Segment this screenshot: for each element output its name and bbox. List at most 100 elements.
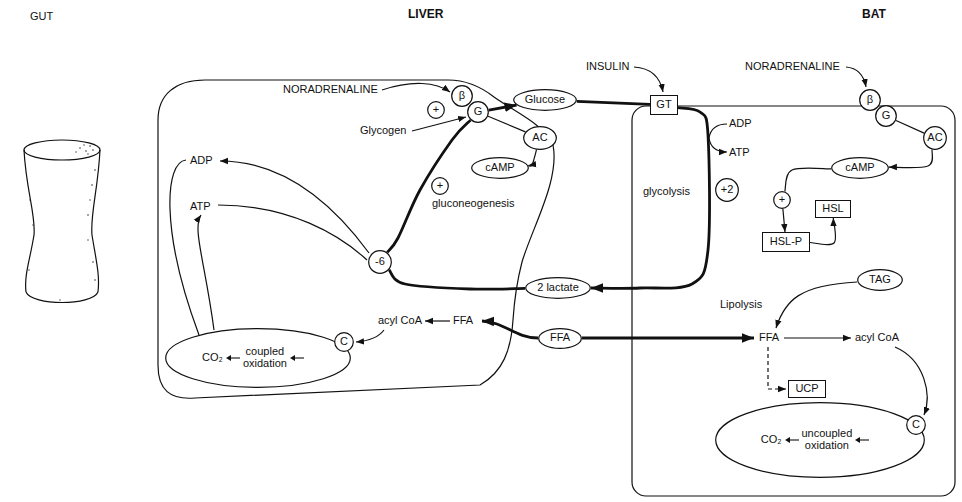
text-label: FFA — [453, 314, 473, 326]
shape-border — [860, 90, 881, 111]
flow-arrow-shaft — [294, 357, 304, 358]
node-content: β — [459, 90, 465, 102]
g-protein-circle: G — [467, 101, 489, 123]
shape-border — [428, 102, 445, 119]
node-content: + — [433, 104, 439, 116]
metabolite-oval: FFA — [538, 328, 582, 349]
adenylate-cyclase-circle: AC — [923, 126, 947, 150]
node-label: UCP — [795, 383, 818, 395]
adenylate-cyclase-oval: AC — [523, 126, 557, 150]
text-label: ADP — [729, 117, 752, 129]
oxidation-to-atp-arrow — [198, 215, 214, 330]
gut-illustration — [24, 140, 100, 303]
shape-border — [452, 86, 473, 107]
lipolysis-arrow — [776, 282, 857, 328]
atp-use-line — [218, 205, 367, 260]
flow-arrow — [785, 436, 799, 444]
shape-border — [716, 403, 925, 478]
shape-border — [924, 127, 947, 150]
signal-connector — [889, 150, 933, 168]
text-label: GUT — [30, 10, 53, 22]
signal-connector — [810, 218, 836, 245]
node-label: CO₂ — [202, 352, 223, 364]
activation-arrow — [425, 320, 450, 321]
signal-connector — [783, 209, 785, 232]
stimulation-circle: + — [431, 177, 449, 195]
node-content: -6 — [375, 256, 385, 268]
phosphorylation-arrow — [709, 124, 727, 152]
shape-border — [716, 179, 739, 202]
text-label: Lipolysis — [720, 298, 762, 310]
atp-yield-circle: +2 — [715, 178, 739, 202]
node-content: cAMP — [845, 162, 874, 174]
gut-rim — [24, 140, 100, 160]
node-label: C — [340, 336, 348, 348]
text-label: NORADRENALINE — [283, 83, 378, 95]
g-protein-circle: G — [875, 105, 897, 127]
transfer-arrow — [895, 347, 927, 415]
node-label: β — [867, 94, 873, 106]
gut-stipple — [28, 144, 96, 300]
shape-border — [166, 329, 351, 388]
text-label: NORADRENALINE — [745, 60, 840, 72]
flux-connector — [591, 108, 710, 289]
node-label: GT — [656, 99, 671, 111]
node-label: HSL-P — [770, 236, 802, 248]
node-content: FFA — [550, 332, 570, 344]
flow-arrow — [290, 354, 304, 362]
gut-wall — [92, 150, 100, 292]
text-label: ADP — [190, 154, 213, 166]
node-label: G — [882, 110, 891, 122]
shape-border — [876, 106, 897, 127]
transfer-arrow — [356, 330, 384, 342]
carnitine-circle: C — [906, 415, 926, 435]
bat-border — [632, 106, 955, 496]
node-label: G — [474, 106, 483, 118]
node-content: HSL-P — [770, 236, 802, 248]
shape-border — [472, 158, 529, 179]
text-label: gluconeogenesis — [432, 197, 515, 209]
flow-arrow-shaft — [859, 439, 869, 440]
region-heading: LIVER — [408, 8, 443, 21]
gut-wall — [24, 150, 34, 292]
node-label: β — [459, 90, 465, 102]
node-label: AC — [927, 132, 942, 144]
camp-oval: cAMP — [471, 157, 529, 179]
node-label: HSL — [822, 203, 843, 215]
node-content: G — [474, 106, 483, 118]
ucp-box: UCP — [788, 380, 826, 398]
node-label: TAG — [869, 274, 891, 286]
receptor-circle: β — [859, 89, 881, 111]
receptor-circle: β — [451, 85, 473, 107]
tag-oval: TAG — [857, 269, 903, 291]
hormone-arrow — [846, 67, 866, 87]
shape-border — [432, 178, 449, 195]
text-label: Glycogen — [360, 124, 406, 136]
node-content: β — [867, 94, 873, 106]
text-label: INSULIN — [586, 60, 629, 72]
shape-border — [907, 416, 926, 435]
node-label: +2 — [721, 184, 734, 196]
flux-connector — [577, 101, 650, 104]
flow-arrow-head — [226, 355, 231, 361]
node-content: C — [912, 419, 920, 431]
transporter-box: GT — [650, 95, 678, 115]
node-label: cAMP — [845, 162, 874, 174]
ucp-activation-arrow — [768, 347, 786, 389]
node-content: CO₂uncoupled oxidation — [761, 428, 870, 451]
shape-border — [858, 270, 903, 291]
flow-arrow-shaft — [230, 357, 240, 358]
node-content: GT — [656, 99, 671, 111]
node-content: 2 lactate — [537, 282, 579, 294]
text-label: acyl CoA — [855, 331, 899, 343]
node-content: G — [882, 110, 891, 122]
carnitine-circle: C — [334, 332, 354, 352]
shape-border — [335, 333, 354, 352]
ffa-flux-arrow — [482, 321, 538, 338]
stimulation-circle: + — [773, 191, 791, 209]
shape-border — [539, 328, 582, 348]
activation-arrow — [784, 337, 851, 338]
metabolite-oval: Glucose — [513, 89, 577, 111]
text-label: ATP — [729, 146, 750, 158]
node-label: CO₂ — [761, 434, 782, 446]
